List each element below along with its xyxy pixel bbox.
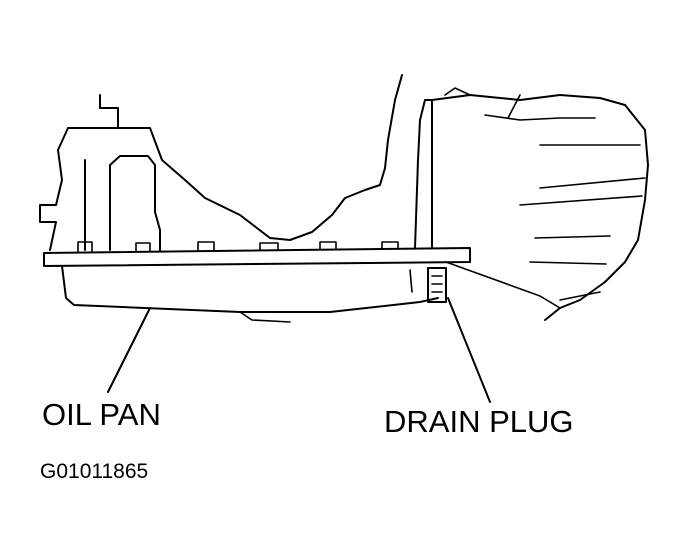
oil-pan-label: OIL PAN (42, 397, 161, 432)
drain-plug-leader-line (447, 297, 491, 403)
pan-flange (43, 241, 471, 267)
oil-pan-body (61, 265, 439, 323)
figure-code: G01011865 (40, 460, 148, 483)
engine-block-outline (39, 74, 649, 321)
drain-plug (427, 261, 561, 309)
drain-plug-label: DRAIN PLUG (384, 404, 573, 439)
oil-pan-leader-line (107, 307, 151, 393)
